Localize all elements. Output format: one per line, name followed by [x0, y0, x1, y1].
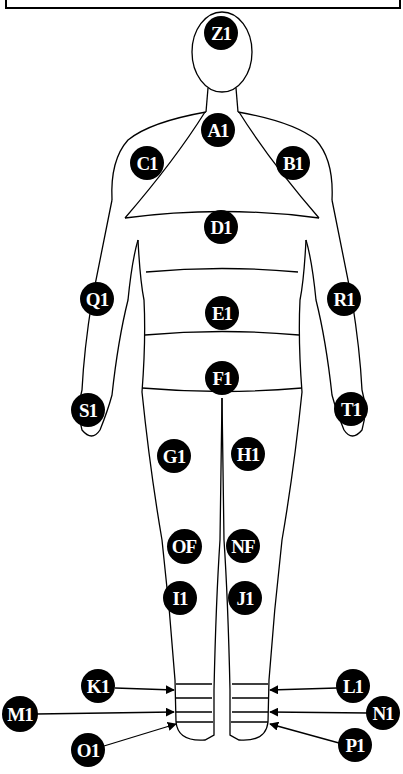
- callout-circle: J1: [228, 581, 262, 615]
- callout-circle: E1: [205, 296, 239, 330]
- callout-label: K1: [87, 677, 109, 696]
- callout-label: O1: [77, 741, 99, 760]
- callout-label: Z1: [211, 24, 231, 43]
- callout-circle: B1: [276, 146, 310, 180]
- callout-label: D1: [210, 218, 231, 237]
- callout-label: I1: [173, 589, 188, 608]
- callout-circle: D1: [204, 210, 238, 244]
- callout-circle: F1: [205, 361, 239, 395]
- callout-label: B1: [283, 154, 303, 173]
- callout-label: Q1: [86, 290, 108, 309]
- callout-label: R1: [333, 290, 354, 309]
- callout-label: L1: [343, 677, 363, 696]
- callout-circle: O1: [71, 733, 105, 767]
- callout-circle: A1: [201, 113, 235, 147]
- callout-label: T1: [341, 400, 361, 419]
- callout-label: H1: [237, 445, 259, 464]
- callout-circle: C1: [130, 146, 164, 180]
- callout-circle: H1: [231, 437, 265, 471]
- callout-circle: NF: [226, 529, 260, 563]
- callout-label: E1: [212, 304, 232, 323]
- callout-label: G1: [163, 447, 185, 466]
- callout-label: NF: [231, 537, 254, 556]
- callout-circle: R1: [327, 282, 361, 316]
- callout-label: J1: [237, 589, 254, 608]
- callout-circle: N1: [366, 696, 400, 730]
- callout-circle: S1: [71, 393, 105, 427]
- callout-label: F1: [212, 369, 231, 388]
- callout-circle: Z1: [204, 16, 238, 50]
- callout-circle: I1: [163, 581, 197, 615]
- callout-circle: M1: [2, 696, 38, 732]
- callout-label: S1: [79, 401, 97, 420]
- callout-label: OF: [172, 537, 196, 556]
- callout-circle: Q1: [80, 282, 114, 316]
- callout-circle: T1: [334, 392, 368, 426]
- callout-label: C1: [136, 154, 157, 173]
- callout-label: N1: [372, 704, 393, 723]
- callout-circle: G1: [157, 439, 191, 473]
- callout-label: A1: [207, 121, 228, 140]
- callout-circle: OF: [167, 529, 202, 564]
- callout-circle: L1: [336, 669, 370, 703]
- callout-circle: K1: [81, 669, 115, 703]
- callout-circle: P1: [338, 728, 372, 762]
- callout-label: M1: [7, 705, 32, 724]
- callout-label: P1: [345, 736, 364, 755]
